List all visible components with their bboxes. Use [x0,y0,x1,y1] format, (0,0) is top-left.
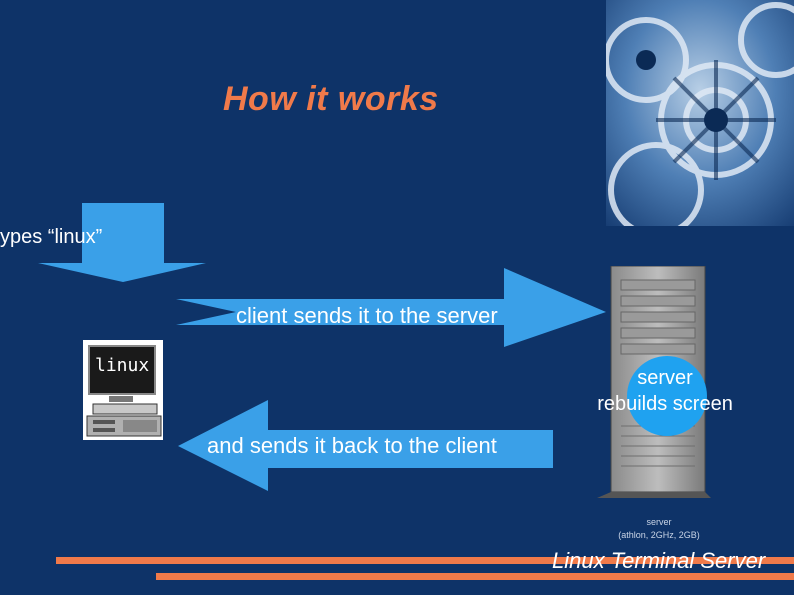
right-arrow [176,268,606,347]
server-caption: server (athlon, 2GHz, 2GB) [600,516,718,542]
client-sends-text: client sends it to the server [236,303,498,328]
footer-bar-top [56,557,794,564]
client-computer [83,340,163,440]
left-arrow [178,400,553,491]
server-rebuilds-text: server rebuilds screen [583,365,747,417]
server-caption-line1: server [646,517,672,527]
server-rebuilds-line2: rebuilds screen [597,393,733,415]
down-arrow [38,203,206,282]
footer-label: Linux Terminal Server [552,548,766,573]
gears-image [606,0,794,226]
client-screen-text: linux [95,355,150,376]
footer-bar-bottom [156,573,794,580]
slide-title: How it works [223,80,439,118]
server-caption-line2: (athlon, 2GHz, 2GB) [618,530,700,540]
server-bubble [627,356,707,436]
server-rebuilds-line1: server [637,367,693,389]
user-types-text: ypes “linux” [0,226,103,248]
sends-back-text: and sends it back to the client [207,433,497,458]
